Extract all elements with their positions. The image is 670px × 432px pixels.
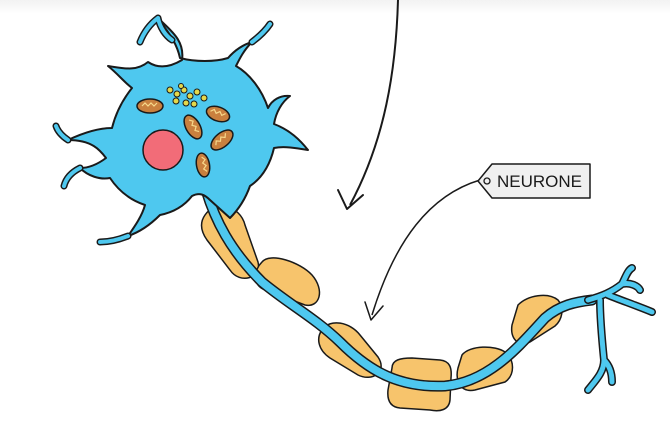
nucleus <box>142 129 184 171</box>
pointer-arrow-top <box>337 0 399 210</box>
mitochondrion-1 <box>136 98 164 114</box>
tag-hole <box>483 177 491 185</box>
vesicles <box>166 83 208 108</box>
top-strip <box>0 0 670 14</box>
cell-body <box>52 14 309 246</box>
mitochondrion-4 <box>210 129 234 151</box>
label-arrow <box>364 179 481 321</box>
mitochondrion-2 <box>183 114 203 140</box>
axon-terminals <box>584 264 656 394</box>
neurone-label-tag: NEURONE <box>477 163 591 199</box>
axon <box>200 184 598 392</box>
mitochondrion-3 <box>205 105 231 123</box>
mitochondrion-5 <box>195 152 211 178</box>
neurone-label: NEURONE <box>497 172 582 191</box>
mitochondria <box>136 98 234 178</box>
